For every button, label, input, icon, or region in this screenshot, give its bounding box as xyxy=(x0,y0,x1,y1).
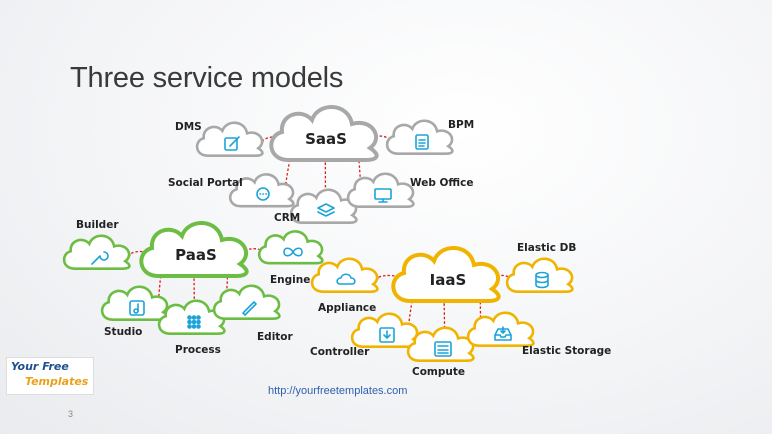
iaas-node-label: Compute xyxy=(412,366,465,378)
saas-node-cloud xyxy=(289,188,358,224)
website-link[interactable]: http://yourfreetemplates.com xyxy=(268,385,408,397)
paas-node-label: Builder xyxy=(76,219,119,231)
iaas-node-cloud xyxy=(310,257,379,293)
sliders-icon xyxy=(434,341,452,357)
database-icon xyxy=(535,271,549,289)
infinity-icon xyxy=(283,247,303,257)
slide-title: Three service models xyxy=(70,62,344,94)
monitor-icon xyxy=(374,188,392,203)
saas-node-label: Social Portal xyxy=(168,177,243,189)
saas-hub-label: SaaS xyxy=(305,130,347,148)
your-free-templates-logo: Your Free Templates xyxy=(6,357,94,395)
logo-text-line2: Templates xyxy=(25,375,89,388)
iaas-node-label: Appliance xyxy=(318,302,376,314)
saas-node-label: BPM xyxy=(448,119,474,131)
edit-icon xyxy=(224,136,240,151)
paas-node-label: Editor xyxy=(257,331,294,343)
saas-node-label: CRM xyxy=(274,212,300,224)
page-number: 3 xyxy=(68,409,74,419)
download-icon xyxy=(379,327,395,343)
iaas-node-label: Elastic DB xyxy=(517,242,576,254)
inbox-icon xyxy=(494,326,512,341)
iaas-hub-label: IaaS xyxy=(430,271,467,289)
saas-node-label: Web Office xyxy=(410,177,473,189)
clipboard-icon xyxy=(415,134,429,150)
cloud-icon xyxy=(336,273,356,285)
paas-node-cloud xyxy=(62,234,131,270)
paas-node-label: Studio xyxy=(104,326,142,338)
layers-icon xyxy=(317,203,335,217)
iaas-node-label: Controller xyxy=(310,346,370,358)
saas-node-label: DMS xyxy=(175,121,202,133)
paas-node-label: Process xyxy=(175,344,221,356)
logo-text-line1: Your Free xyxy=(11,360,69,373)
wrench-icon xyxy=(91,251,109,265)
pencil-icon xyxy=(242,301,257,316)
chat-icon xyxy=(256,187,270,201)
music-icon xyxy=(129,300,145,316)
paas-hub-label: PaaS xyxy=(175,246,217,264)
paas-node-cloud xyxy=(257,230,324,265)
iaas-node-label: Elastic Storage xyxy=(522,345,611,357)
paas-node-label: Engine xyxy=(270,274,310,286)
grid-icon xyxy=(187,315,201,329)
